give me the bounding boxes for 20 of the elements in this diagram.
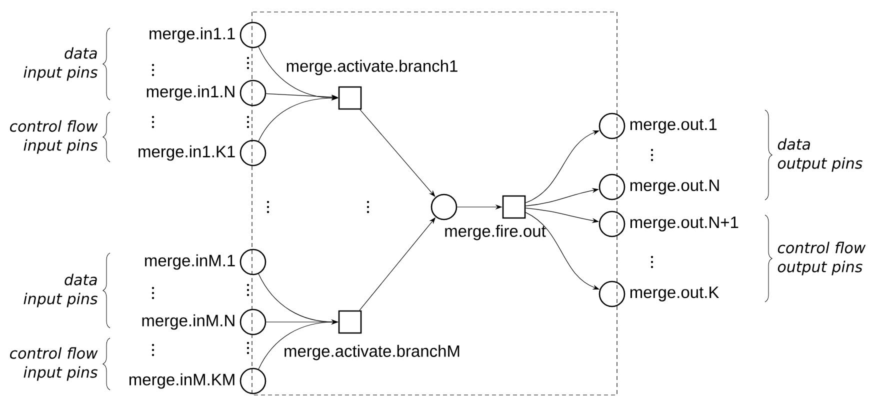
pin-label: merge.in1.1 <box>150 27 235 43</box>
pin-label: merge.activate.branch1 <box>286 60 458 76</box>
pin-label: merge.inM.KM <box>129 373 234 389</box>
pin-label: merge.fire.out <box>445 224 546 240</box>
pin-label: merge.activate.branchM <box>284 344 460 360</box>
pin-label: merge.out.1 <box>630 118 717 134</box>
pin-label: merge.out.K <box>630 286 720 302</box>
pin-label: merge.inM.N <box>142 314 234 330</box>
pin-circle <box>430 194 458 220</box>
group-label: control flow input pins <box>10 347 98 381</box>
group-label: data output pins <box>778 138 862 172</box>
group-label: control flow output pins <box>778 242 866 276</box>
group-label: data input pins <box>24 274 98 308</box>
group-label: data input pins <box>24 47 98 81</box>
pin-label: merge.in1.N <box>146 85 234 101</box>
pin-label: merge.inM.1 <box>145 254 235 270</box>
pin-label: merge.out.N+1 <box>630 216 738 232</box>
pin-label: merge.in1.K1 <box>138 145 235 161</box>
group-label: control flow input pins <box>10 120 98 154</box>
pin-label: merge.out.N <box>630 180 719 194</box>
